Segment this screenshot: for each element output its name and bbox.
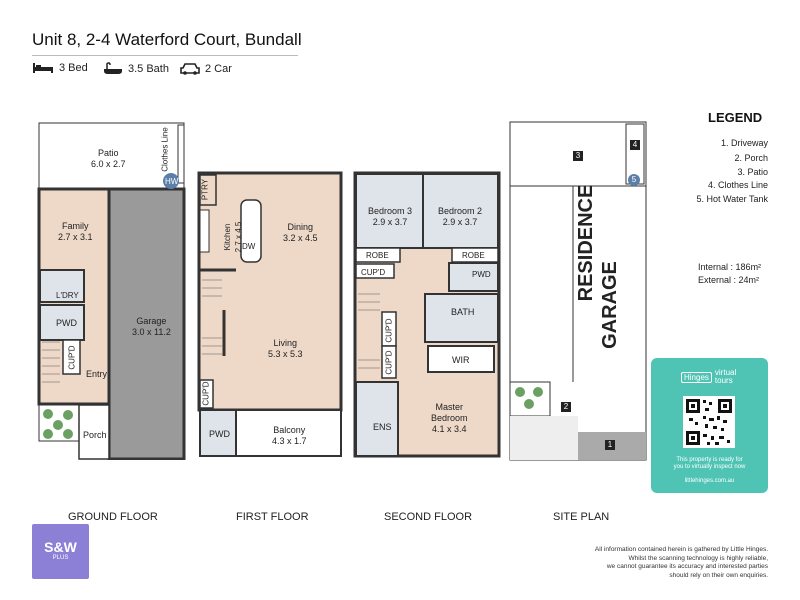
garage-site-label: GARAGE	[599, 261, 621, 349]
site-marker-4: 4	[630, 140, 640, 150]
first-floor-label: FIRST FLOOR	[236, 511, 309, 523]
entry-label: Entry	[86, 369, 108, 379]
porch-label: Porch	[83, 430, 107, 440]
title-divider	[32, 55, 298, 56]
site-marker-1: 1	[605, 440, 615, 450]
clothes-line-label: Clothes Line	[160, 127, 170, 172]
car-count: 2 Car	[205, 63, 232, 75]
virtual-tour-url[interactable]: littlehinges.com.au	[684, 478, 735, 484]
logo-text: S&W	[44, 539, 77, 555]
site-marker-2: 2	[561, 402, 571, 412]
legend-item-patio: 3. Patio	[737, 167, 768, 177]
cupboard-label: CUP'D	[361, 268, 386, 277]
bath-icon	[103, 62, 123, 76]
car-feature: 2 Car	[180, 62, 232, 76]
legend-item-driveway: 1. Driveway	[720, 138, 768, 148]
site-plan-label: SITE PLAN	[553, 511, 610, 523]
bath-count: 3.5 Bath	[128, 63, 169, 75]
bath-label: BATH	[451, 307, 475, 317]
logo-subtext: PLUS	[52, 555, 69, 561]
robe-label: ROBE	[366, 251, 389, 260]
cupboard-label: CUP'D	[384, 318, 394, 343]
ensuite-label: ENS	[373, 422, 392, 432]
pwd-label: PWD	[472, 270, 491, 279]
wir-label: WIR	[452, 355, 470, 365]
residence-label: RESIDENCE	[575, 184, 597, 302]
bed-feature: 3 Bed	[32, 62, 88, 74]
site-marker-5: 5	[631, 175, 637, 184]
bed-count: 3 Bed	[59, 62, 88, 74]
dishwasher-label: DW	[242, 242, 256, 251]
legend-title: LEGEND	[708, 110, 763, 125]
site-marker-3: 3	[573, 151, 583, 161]
laundry-label: L'DRY	[56, 291, 79, 300]
cupboard-label: CUP'D	[201, 381, 211, 406]
cupboard-label: CUP'D	[67, 345, 77, 370]
hinges-logo: Hinges	[681, 371, 712, 383]
site-plan: RESIDENCE GARAGE 3 4 5 2 1	[508, 120, 648, 462]
external-area: External : 24m²	[698, 275, 760, 285]
legend-item-clothes-line: 4. Clothes Line	[707, 180, 768, 190]
page-title: Unit 8, 2-4 Waterford Court, Bundall	[32, 30, 302, 49]
internal-area: Internal : 186m²	[698, 262, 762, 272]
second-floor-label: SECOND FLOOR	[384, 511, 473, 523]
sw-plus-logo: S&W PLUS	[32, 524, 89, 579]
ground-floor-label: GROUND FLOOR	[68, 511, 158, 523]
bed-icon	[32, 62, 54, 74]
pantry-label: PTRY	[200, 178, 210, 201]
legend-item-porch: 2. Porch	[734, 153, 768, 163]
car-icon	[180, 62, 200, 76]
robe-label: ROBE	[462, 251, 485, 260]
pwd-label: PWD	[209, 429, 230, 439]
qr-code-icon[interactable]	[683, 396, 735, 448]
disclaimer: All information contained herein is gath…	[594, 546, 768, 579]
cupboard-label: CUP'D	[384, 350, 394, 375]
legend-item-hot-water: 5. Hot Water Tank	[696, 194, 768, 204]
hot-water-label: HW	[165, 177, 179, 186]
bath-feature: 3.5 Bath	[103, 62, 169, 76]
pwd-label: PWD	[56, 318, 77, 328]
